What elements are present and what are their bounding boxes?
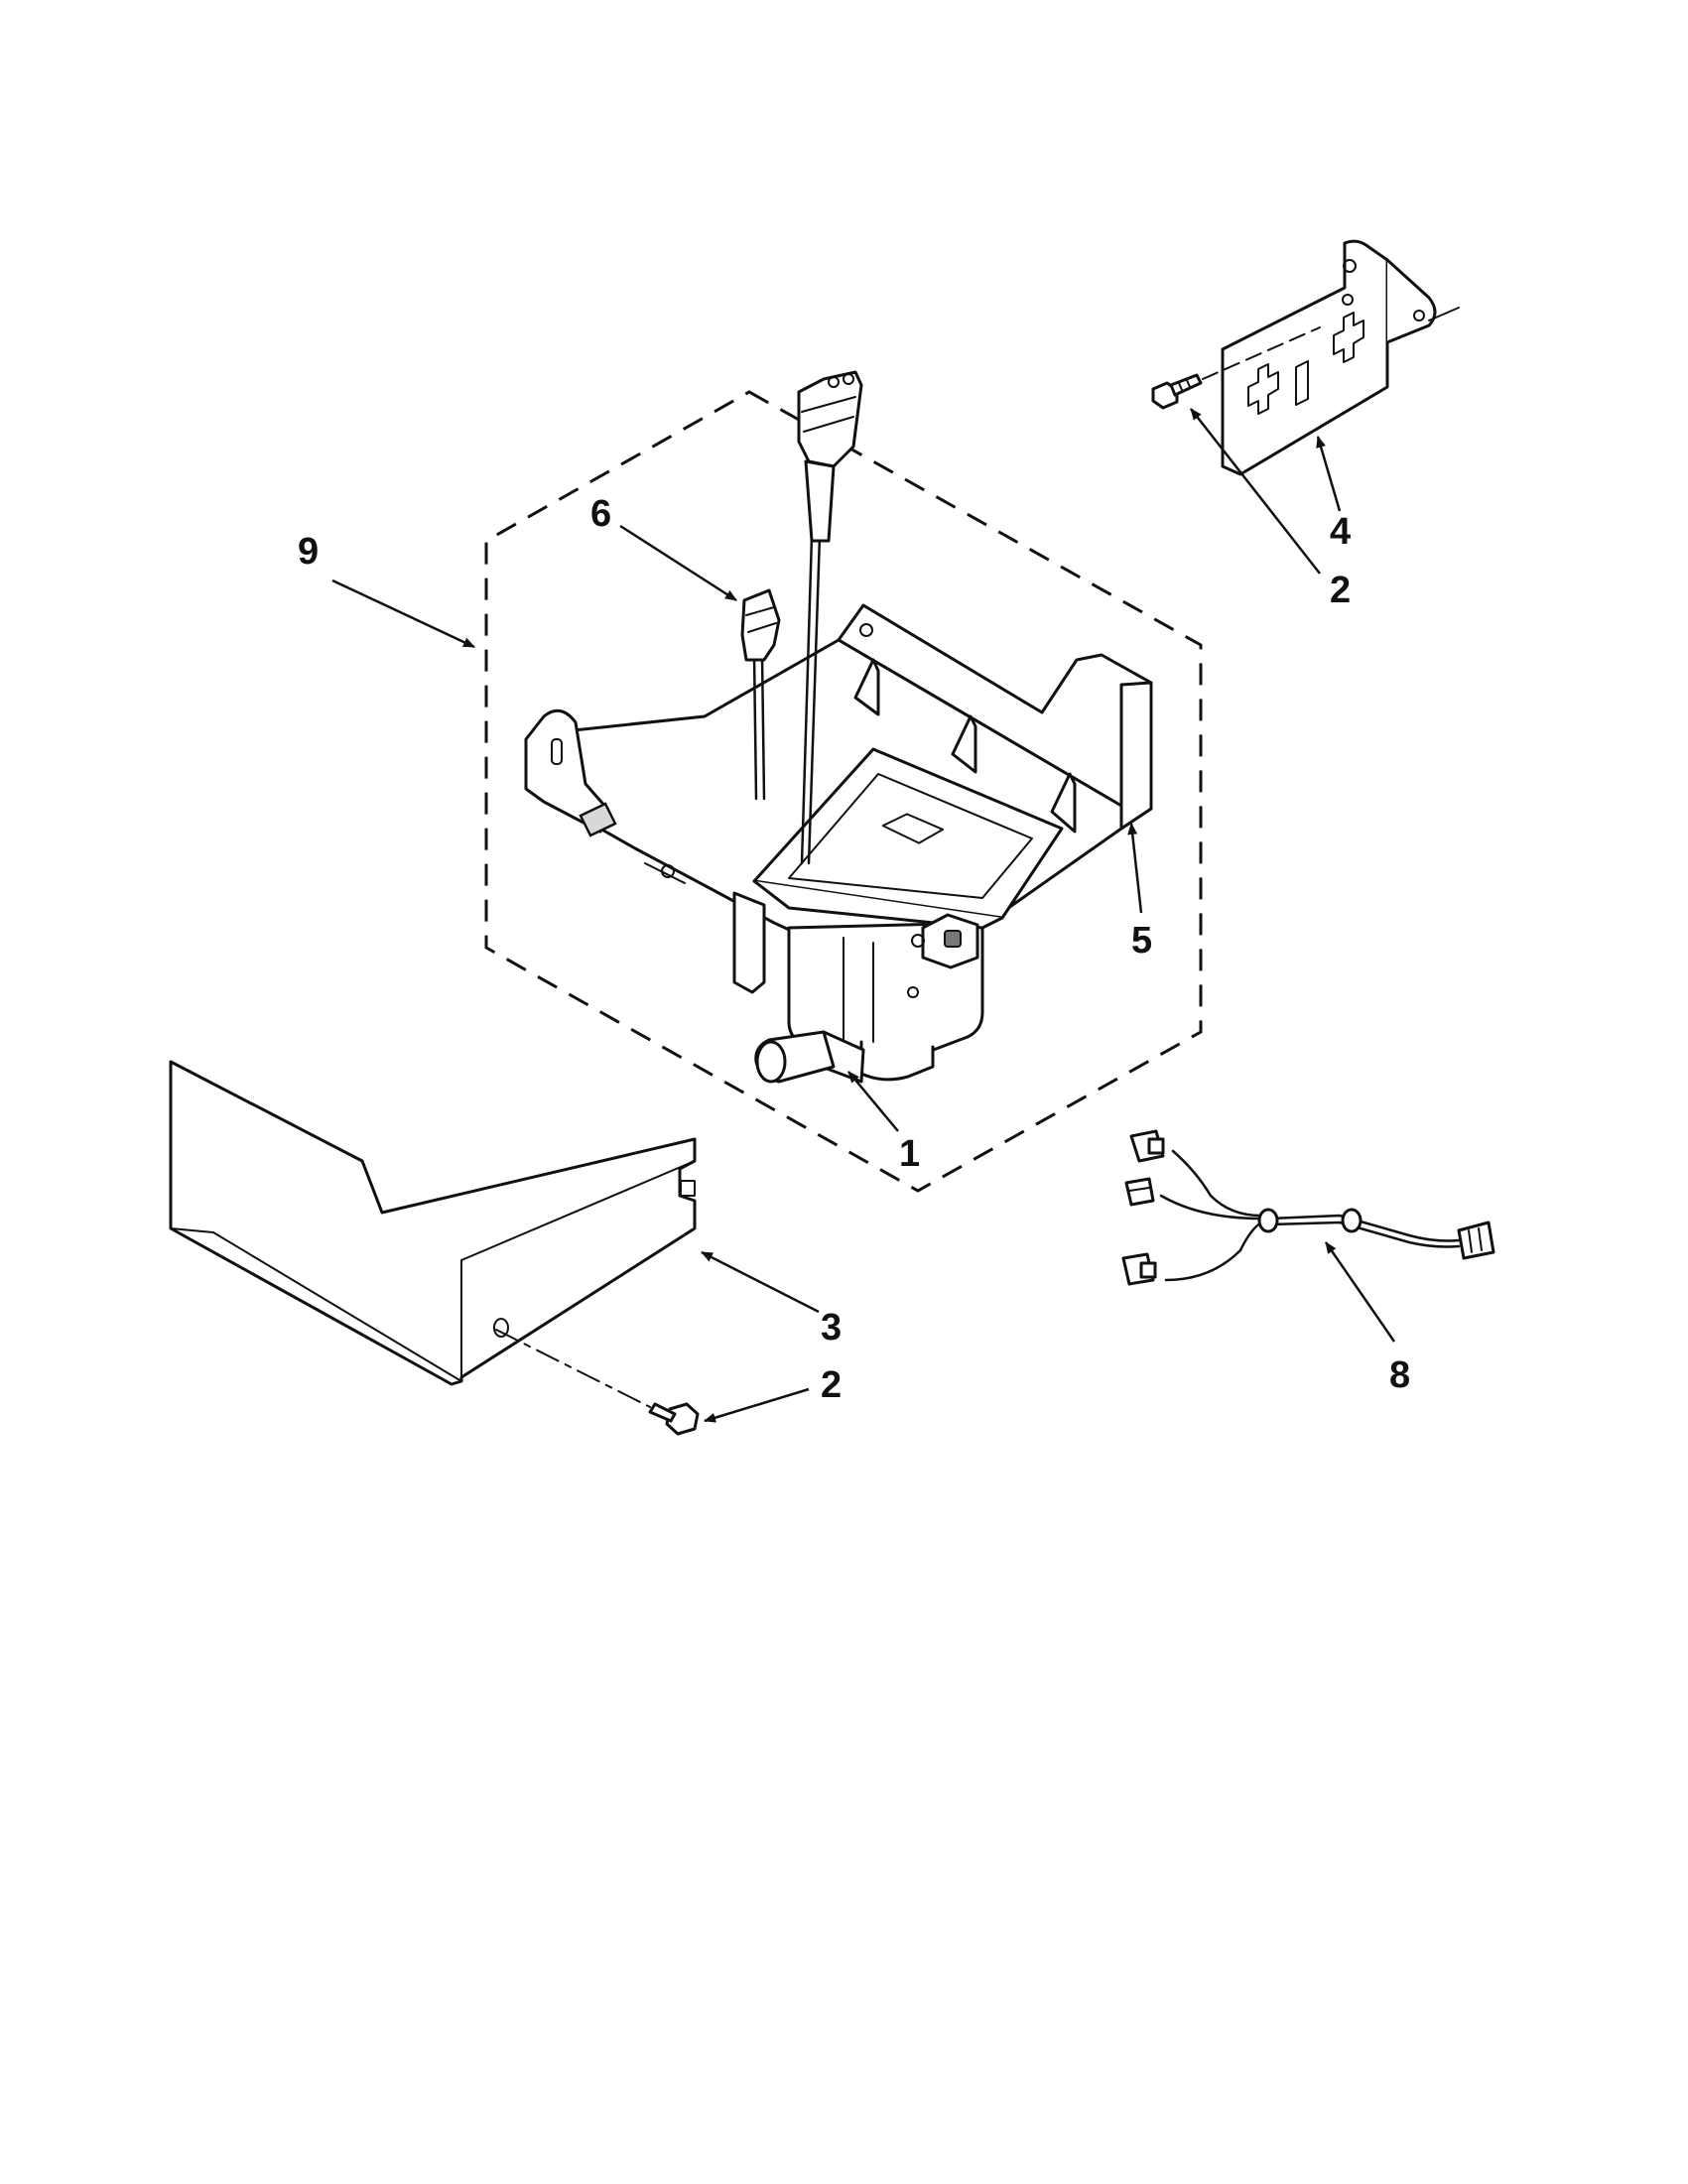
wire-harness-6	[740, 370, 863, 865]
leader-3	[701, 1250, 820, 1314]
callout-4: 4	[1330, 511, 1351, 553]
screw-upper	[1151, 326, 1321, 410]
wire-harness-8	[1121, 1129, 1495, 1286]
leader-4	[1316, 436, 1342, 512]
leader-2-upper	[1190, 408, 1321, 575]
callout-9: 9	[298, 531, 319, 573]
callout-2-upper: 2	[1330, 570, 1351, 611]
cover-part	[169, 1060, 697, 1386]
leader-1	[847, 1071, 899, 1132]
callout-6: 6	[590, 493, 611, 535]
assembly-boundary-dashed	[484, 390, 1203, 1193]
leader-8	[1324, 1241, 1396, 1343]
callout-5: 5	[1131, 920, 1152, 962]
leader-9	[331, 578, 475, 649]
leader-6	[619, 524, 737, 602]
callout-3: 3	[821, 1307, 842, 1349]
callout-8: 8	[1389, 1354, 1410, 1396]
screw-lower	[495, 1329, 700, 1436]
leader-5	[1127, 823, 1143, 914]
callout-2-lower: 2	[821, 1364, 842, 1406]
pump-motor-part	[752, 747, 1064, 1084]
callout-1: 1	[899, 1133, 920, 1175]
bracket-part	[1221, 239, 1460, 476]
leader-2-lower	[704, 1387, 810, 1423]
